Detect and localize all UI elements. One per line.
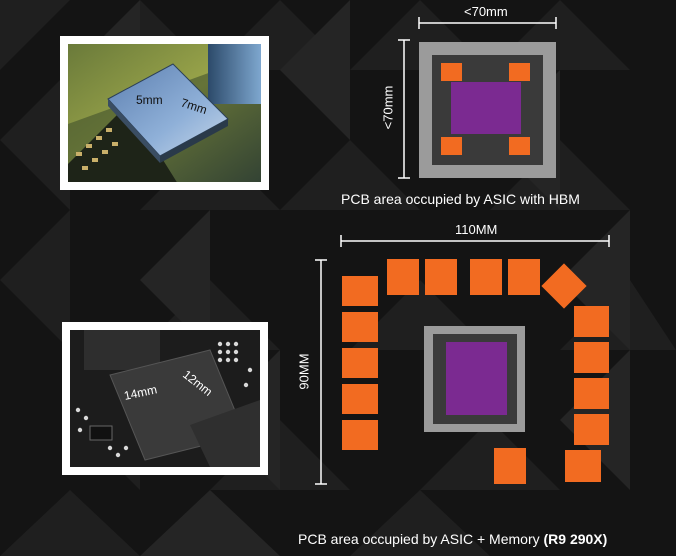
gddr5-memory-chip bbox=[574, 414, 609, 445]
gddr5-memory-chip bbox=[342, 420, 378, 450]
gddr5-memory-chip bbox=[387, 259, 419, 295]
gddr5-width-dimension bbox=[340, 235, 610, 247]
hbm-memory-stack bbox=[509, 63, 530, 81]
gddr5-memory-chip bbox=[342, 276, 378, 306]
gddr5-height-dimension bbox=[315, 259, 327, 485]
gddr5-memory-chip bbox=[342, 384, 378, 414]
hbm-asic-core bbox=[451, 82, 521, 134]
hbm-width-label: <70mm bbox=[464, 4, 508, 19]
hbm-caption: PCB area occupied by ASIC with HBM bbox=[341, 191, 580, 207]
gddr5-memory-chip bbox=[574, 378, 609, 409]
hbm-memory-stack bbox=[441, 63, 462, 81]
gddr5-width-label: 110MM bbox=[455, 222, 498, 237]
gddr5-memory-chip bbox=[541, 263, 587, 309]
hbm-width-dimension bbox=[418, 17, 557, 29]
hbm-height-dimension bbox=[398, 39, 410, 179]
gddr5-memory-chip bbox=[508, 259, 540, 295]
gddr5-memory-chip bbox=[565, 450, 601, 482]
gddr5-memory-chip bbox=[425, 259, 457, 295]
gddr5-memory-chip bbox=[342, 348, 378, 378]
hbm-dim-a-label: 5mm bbox=[136, 93, 163, 107]
gddr5-memory-chip bbox=[494, 448, 526, 484]
gddr5-height-label: 90MM bbox=[296, 353, 312, 390]
hbm-memory-stack bbox=[441, 137, 462, 155]
gddr5-caption-model: (R9 290X) bbox=[543, 531, 608, 547]
hbm-memory-stack bbox=[509, 137, 530, 155]
gddr5-memory-chip bbox=[574, 342, 609, 373]
gddr5-chip-photo: 14mm 12mm bbox=[62, 322, 268, 475]
gddr5-memory-chip bbox=[470, 259, 502, 295]
gddr5-caption: PCB area occupied by ASIC + Memory (R9 2… bbox=[298, 531, 607, 547]
hbm-chip-photo: 5mm 7mm bbox=[60, 36, 269, 190]
gddr5-caption-main: PCB area occupied by ASIC + Memory bbox=[298, 531, 544, 547]
gddr5-asic-core bbox=[446, 342, 507, 415]
gddr5-memory-chip bbox=[574, 306, 609, 337]
gddr5-memory-chip bbox=[342, 312, 378, 342]
gddr5-dim-a-label: 14mm bbox=[123, 382, 159, 403]
